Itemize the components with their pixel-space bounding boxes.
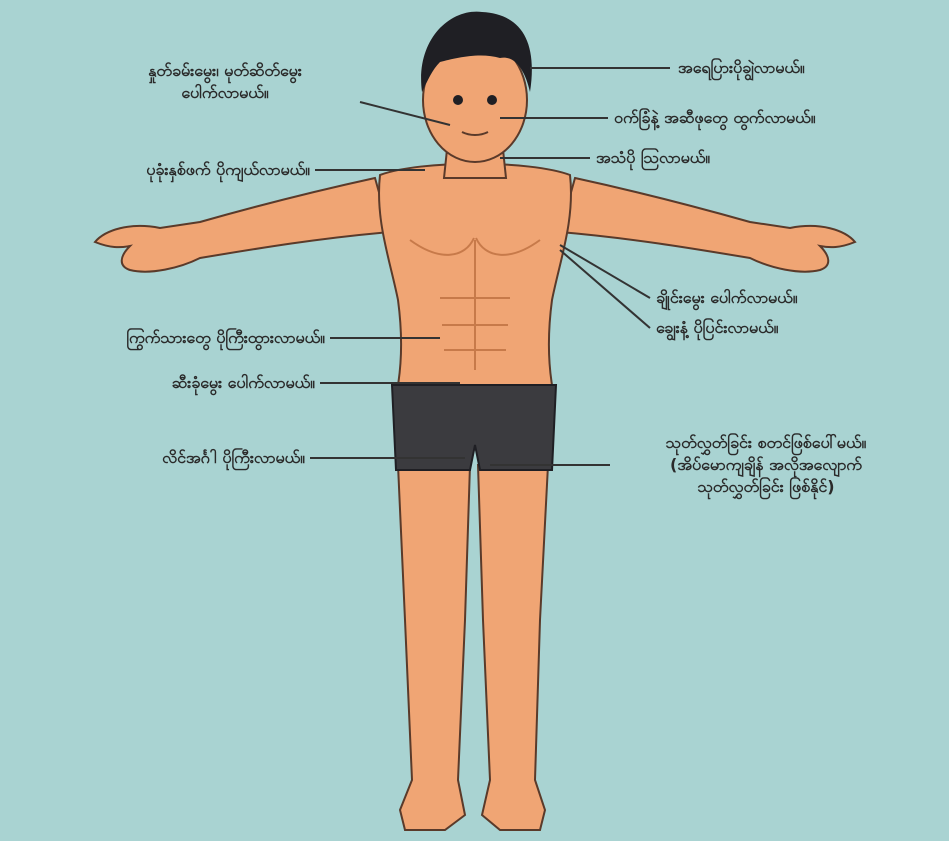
right-eye bbox=[487, 95, 497, 105]
right-leg bbox=[478, 465, 548, 830]
label-sweat: ချွေးနံ့ ပိုပြင်းလာမယ်။ bbox=[656, 317, 778, 339]
label-facial-hair-line1: နှုတ်ခမ်းမွေး၊ မုတ်ဆိတ်မွေး bbox=[90, 60, 360, 82]
label-pubic-hair: ဆီးခုံမွေး ပေါက်လာမယ်။ bbox=[60, 372, 315, 394]
label-wet-dreams-line3: သုတ်လွှတ်ခြင်း ဖြစ်နိုင်) bbox=[616, 476, 916, 498]
label-shoulders: ပုခုံးနှစ်ဖက် ပိုကျယ်လာမယ်။ bbox=[30, 159, 310, 181]
label-facial-hair-line2: ပေါက်လာမယ်။ bbox=[90, 82, 360, 104]
label-facial-hair: နှုတ်ခမ်းမွေး၊ မုတ်ဆိတ်မွေး ပေါက်လာမယ်။ bbox=[90, 60, 360, 104]
label-underarm-hair: ချိုင်းမွေး ပေါက်လာမယ်။ bbox=[656, 287, 798, 309]
male-figure bbox=[95, 12, 855, 830]
label-genitals: လိင်အင်္ဂါ ပိုကြီးလာမယ်။ bbox=[70, 447, 305, 469]
label-oily-skin: အရေပြားပိုချွဲလာမယ်။ bbox=[678, 57, 805, 79]
left-arm bbox=[95, 178, 390, 272]
right-arm bbox=[560, 178, 855, 272]
left-eye bbox=[453, 95, 463, 105]
label-wet-dreams-line1: သုတ်လွှတ်ခြင်း စတင်ဖြစ်ပေါ်မယ်။ bbox=[616, 432, 916, 454]
label-wet-dreams-line2: (အိပ်မောကျချိန် အလိုအလျောက် bbox=[616, 454, 916, 476]
label-muscles: ကြွက်သားတွေ ပိုကြီးထွားလာမယ်။ bbox=[10, 327, 325, 349]
label-wet-dreams: သုတ်လွှတ်ခြင်း စတင်ဖြစ်ပေါ်မယ်။ (အိပ်မော… bbox=[616, 432, 916, 498]
label-acne: ဝက်ခြံနဲ့ အဆီဖုတွေ ထွက်လာမယ်။ bbox=[614, 107, 816, 129]
left-leg bbox=[398, 465, 470, 830]
label-voice: အသံပို ဩလာမယ်။ bbox=[596, 147, 710, 169]
